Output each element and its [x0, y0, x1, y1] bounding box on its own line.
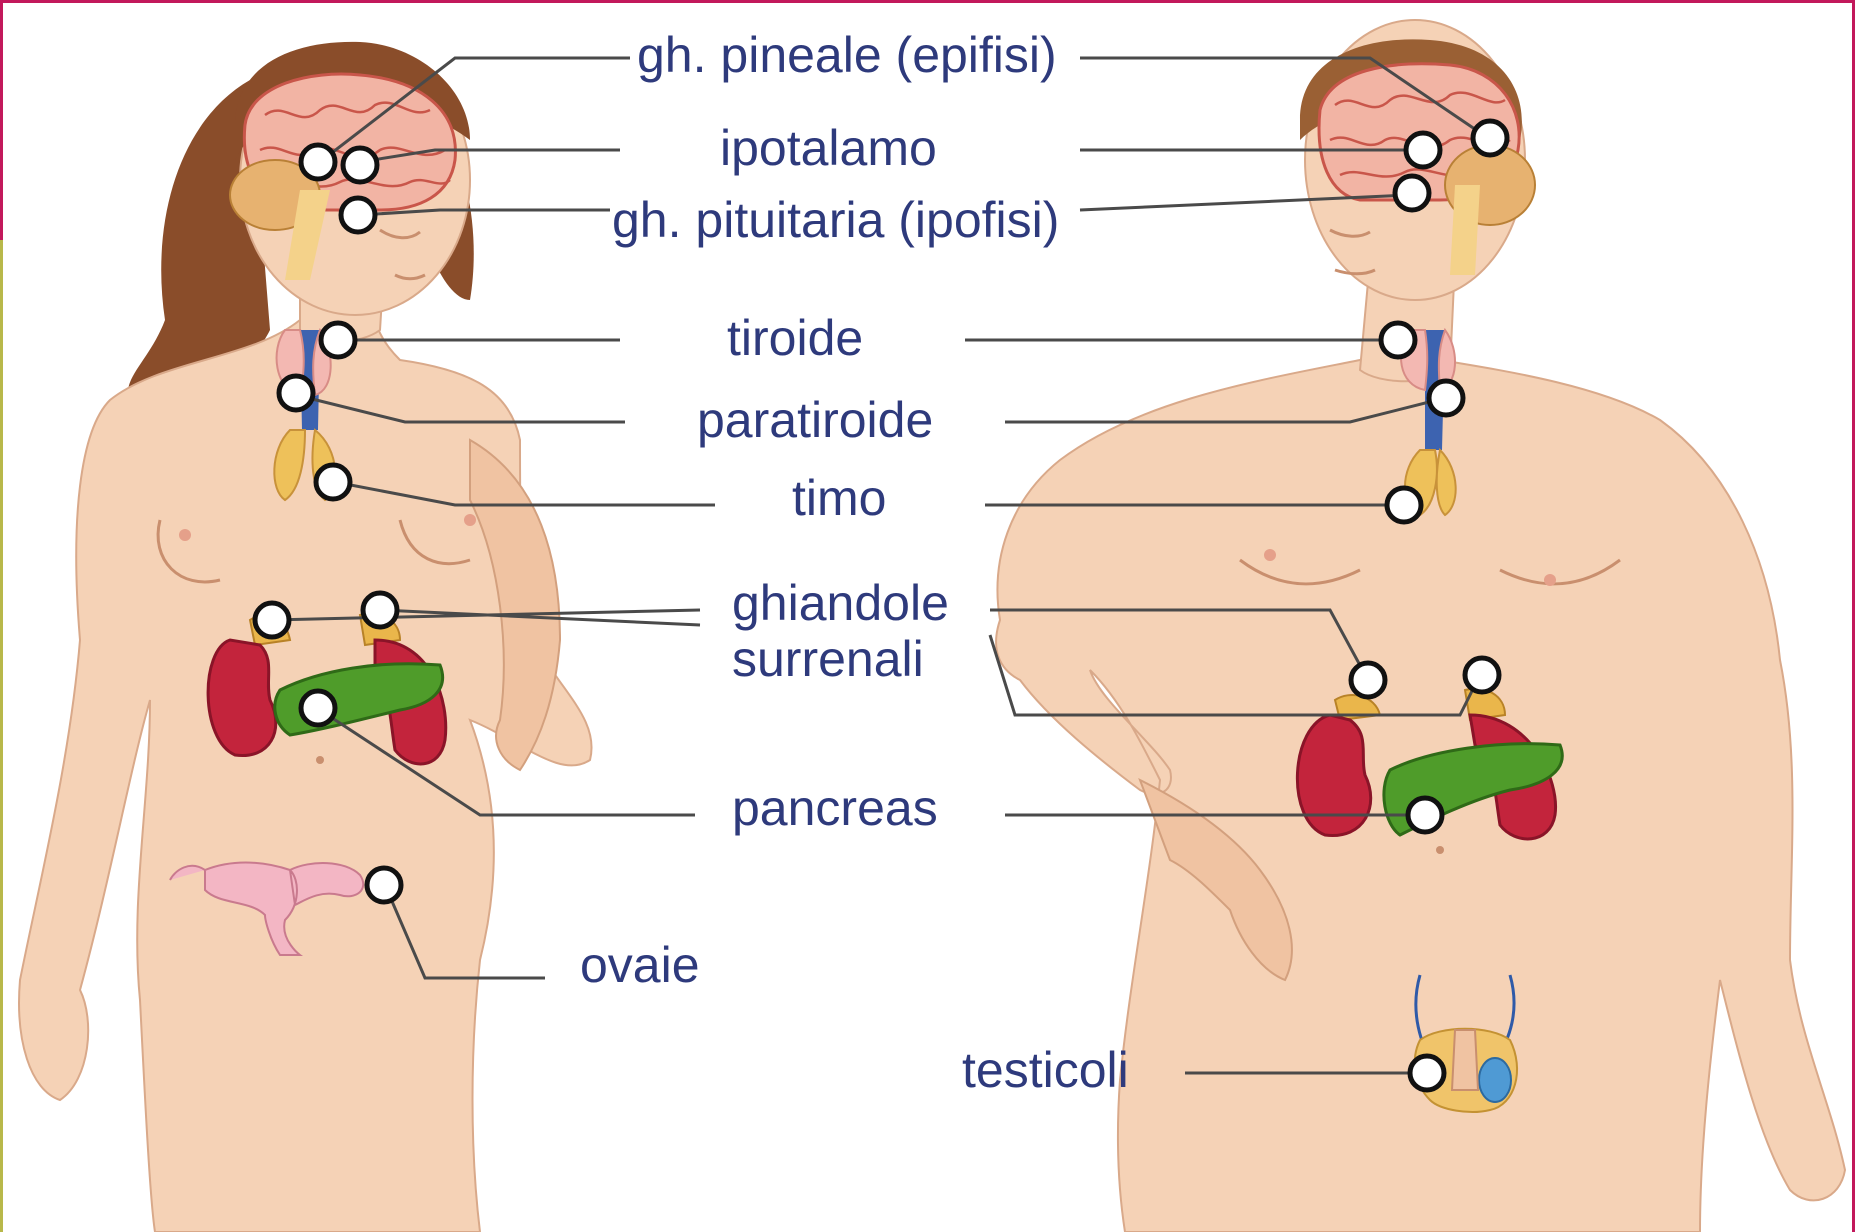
marker-f-ipotalamo[interactable] [343, 148, 377, 182]
marker-f-paratiroide[interactable] [279, 376, 313, 410]
female-kidney-left [208, 640, 276, 756]
marker-m-pineale[interactable] [1473, 121, 1507, 155]
marker-f-tiroide[interactable] [321, 323, 355, 357]
marker-m-tiroide[interactable] [1381, 323, 1415, 357]
marker-f-pineale[interactable] [301, 145, 335, 179]
marker-m-ipotalamo[interactable] [1406, 133, 1440, 167]
label-surrenali-line1: ghiandole [732, 575, 949, 631]
label-ovaie: ovaie [580, 937, 700, 993]
label-pineale: gh. pineale (epifisi) [637, 27, 1057, 83]
label-tiroide: tiroide [727, 310, 863, 366]
male-kidney-left [1297, 715, 1370, 835]
marker-f-ovaie[interactable] [367, 868, 401, 902]
marker-f-surrenale-left[interactable] [255, 603, 289, 637]
marker-f-pituitaria[interactable] [341, 198, 375, 232]
label-paratiroide: paratiroide [697, 392, 933, 448]
label-pancreas: pancreas [732, 780, 938, 836]
label-timo: timo [792, 470, 886, 526]
marker-m-pituitaria[interactable] [1395, 176, 1429, 210]
marker-f-surrenale-right[interactable] [363, 593, 397, 627]
marker-m-paratiroide[interactable] [1429, 381, 1463, 415]
marker-m-pancreas[interactable] [1408, 798, 1442, 832]
marker-m-surrenale-left[interactable] [1351, 663, 1385, 697]
label-ipotalamo: ipotalamo [720, 120, 937, 176]
marker-f-timo[interactable] [316, 465, 350, 499]
marker-f-pancreas[interactable] [301, 691, 335, 725]
label-surrenali-line2: surrenali [732, 631, 924, 687]
marker-m-timo[interactable] [1387, 488, 1421, 522]
label-pituitaria: gh. pituitaria (ipofisi) [612, 192, 1059, 248]
marker-m-surrenale-right[interactable] [1465, 658, 1499, 692]
female-figure [19, 42, 592, 1232]
label-testicoli: testicoli [962, 1042, 1129, 1098]
marker-m-testicoli[interactable] [1410, 1056, 1444, 1090]
